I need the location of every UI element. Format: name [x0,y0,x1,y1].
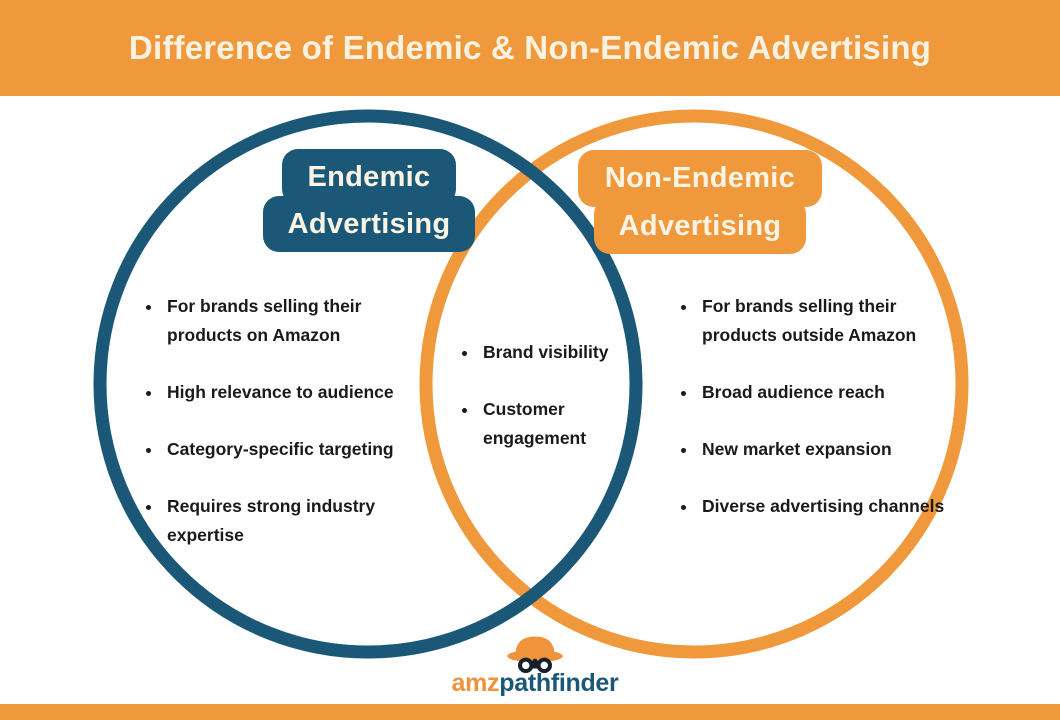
label-endemic-line2: Advertising [263,196,475,252]
overlap-feature-items: Brand visibilityCustomer engagement [457,338,629,453]
label-nonendemic-advertising: Non-Endemic Advertising [578,150,822,254]
bottom-accent-bar [0,704,1060,720]
brand-wordmark: amzpathfinder [405,670,665,696]
endemic-feature-list: For brands selling their products on Ama… [141,292,433,578]
overlap-feature-list: Brand visibilityCustomer engagement [457,338,629,481]
label-nonendemic-line2: Advertising [594,198,806,254]
list-item: Brand visibility [479,338,629,367]
label-endemic-line1: Endemic [282,149,456,205]
brand-prefix: amz [451,669,500,697]
list-item: For brands selling their products outsid… [698,292,968,350]
brand-footer: amzpathfinder [405,632,665,696]
list-item: Broad audience reach [698,378,968,407]
venn-right-circle [419,109,969,659]
list-item: For brands selling their products on Ama… [163,292,433,350]
list-item: Category-specific targeting [163,435,433,464]
list-item: High relevance to audience [163,378,433,407]
page-title: Difference of Endemic & Non-Endemic Adve… [128,29,932,66]
list-item: Diverse advertising channels [698,492,968,521]
list-item: Customer engagement [479,395,629,453]
nonendemic-feature-items: For brands selling their products outsid… [676,292,968,521]
explorer-hat-binoculars-icon [507,636,563,674]
list-item: Requires strong industry expertise [163,492,433,550]
nonendemic-feature-list: For brands selling their products outsid… [676,292,968,549]
list-item: New market expansion [698,435,968,464]
header-bar: Difference of Endemic & Non-Endemic Adve… [0,0,1060,96]
label-endemic-advertising: Endemic Advertising [263,149,475,252]
venn-left-circle [93,109,643,659]
label-nonendemic-line1: Non-Endemic [578,150,822,207]
brand-suffix: pathfinder [499,669,619,697]
endemic-feature-items: For brands selling their products on Ama… [141,292,433,550]
